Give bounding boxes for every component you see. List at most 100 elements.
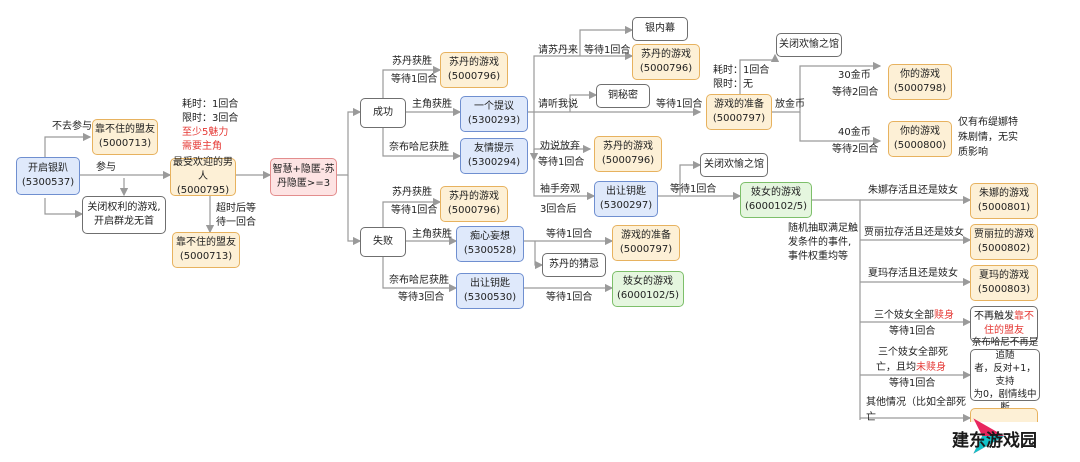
susan-game-2-text: 苏丹的游戏 (641, 49, 691, 60)
label-wait3: 等待3回合 (398, 292, 445, 303)
give-key-2-node[interactable]: 出让钥匙 (5300530) (456, 273, 524, 309)
logo-text: 建东游戏园 (952, 431, 1037, 451)
success-node[interactable]: 成功 (360, 98, 406, 128)
game-prep-1-node[interactable]: 游戏的准备 (5000797) (706, 94, 772, 130)
edge-coin30 (770, 61, 882, 113)
label-nabuhani-win-1: 奈布哈尼获胜 (389, 142, 449, 153)
friendly-hint-id: (5300294) (467, 157, 521, 168)
courtesan-game-2-id: (6000102/5) (616, 290, 680, 301)
your-game-2-text: 你的游戏 (900, 126, 940, 137)
courtesan-game-2-node[interactable]: 妓女的游戏 (6000102/5) (612, 271, 684, 307)
no-trigger-sub: 住的盟友 (984, 325, 1024, 336)
label-jialina-alive: 贾丽拉存活且还是妓女 (864, 227, 964, 238)
edge-not-join (44, 132, 92, 158)
susan-game-3-node[interactable]: 苏丹的游戏 (5000796) (594, 136, 662, 172)
nabuhani-end-l1: 奈布哈尼不再是追随 (971, 337, 1039, 361)
jialina-game-node[interactable]: 贾丽拉的游戏 (5000802) (970, 224, 1038, 260)
label-not-join: 不去参与 (52, 121, 92, 132)
close-hall-1-node[interactable]: 关闭欢愉之馆 (776, 33, 842, 57)
label-other-1: 其他情况（比如全部死 (866, 397, 966, 408)
label-please-say: 请听我说 (538, 99, 578, 110)
label-other-2: 亡 (866, 412, 876, 423)
edge-watch (533, 149, 596, 201)
edge-copper (569, 90, 598, 112)
susan-guess-text: 苏丹的猜忌 (549, 259, 599, 270)
no-trigger-node[interactable]: 不再触发靠不 住的盟友 (970, 306, 1038, 342)
label-cost2-2: 限时：无 (713, 79, 753, 90)
nabuhani-end-node[interactable]: 奈布哈尼不再是追随 者，反对+1，支持 为0，剧情线中断 (970, 337, 1040, 413)
label-only-3: 质影响 (958, 147, 988, 158)
silver-curtain-node[interactable]: 银内幕 (632, 17, 688, 41)
label-after3: 3回合后 (540, 204, 577, 215)
other-outcome-node[interactable] (970, 408, 1038, 422)
label-cost2-1: 耗时：1回合 (713, 65, 770, 76)
your-game-1-node[interactable]: 你的游戏 (5000798) (888, 64, 952, 100)
suggest-text: 一个提议 (474, 101, 514, 112)
label-zhuna-alive: 朱娜存活且还是妓女 (868, 185, 958, 196)
delusion-node[interactable]: 痴心妄想 (5300528) (456, 226, 524, 262)
closed-game-sub: 开启群龙无首 (94, 216, 154, 227)
label-wait2-b: 等待2回合 (832, 144, 879, 155)
edge-silver (579, 25, 634, 56)
edge-success (337, 107, 362, 176)
check-node[interactable]: 智慧+隐匿-苏 丹隐匿>=3 (270, 158, 337, 196)
close-hall-2-node[interactable]: 关闭欢愉之馆 (700, 153, 768, 177)
closed-game-text: 关闭权利的游戏, (87, 202, 161, 213)
start-id: (5300537) (21, 177, 75, 188)
give-key-1-node[interactable]: 出让钥匙 (5300297) (594, 181, 658, 217)
your-game-1-text: 你的游戏 (900, 69, 940, 80)
suggest-node[interactable]: 一个提议 (5300293) (460, 96, 528, 132)
success-text: 成功 (373, 107, 393, 118)
fail-ally-top-node[interactable]: 靠不住的盟友 (5000713) (92, 119, 158, 155)
courtesan-game-2-text: 妓女的游戏 (623, 276, 673, 287)
edge-guess (534, 241, 544, 270)
label-limit-time: 限时：3回合 (182, 113, 239, 124)
friendly-hint-node[interactable]: 友情提示 (5300294) (460, 138, 528, 174)
your-game-2-node[interactable]: 你的游戏 (5000800) (888, 121, 952, 157)
susan-game-2-node[interactable]: 苏丹的游戏 (5000796) (632, 44, 700, 80)
edge-coin40 (799, 112, 882, 146)
delusion-text: 痴心妄想 (470, 231, 510, 242)
label-wait1-h: 等待1回合 (391, 205, 438, 216)
edge-close-hall-2 (679, 160, 702, 196)
courtesan-game-1-text: 妓女的游戏 (751, 187, 801, 198)
your-game-2-id: (5000800) (893, 140, 947, 151)
label-coin30: 30金币 (838, 70, 871, 81)
fail-ally-bottom-node[interactable]: 靠不住的盟友 (5000713) (172, 232, 240, 268)
label-need-lead: 需要主角 (182, 141, 222, 152)
game-prep-2-id: (5000797) (619, 244, 673, 255)
fail-node[interactable]: 失败 (360, 227, 406, 257)
nabuhani-end-l3: 为0，剧情线中断 (973, 389, 1037, 413)
popular-node[interactable]: 最受欢迎的男人 (5000795) (170, 157, 236, 196)
start-node[interactable]: 开启银趴 (5300537) (16, 157, 80, 195)
game-prep-2-node[interactable]: 游戏的准备 (5000797) (612, 225, 680, 261)
your-game-1-id: (5000798) (893, 83, 947, 94)
label-wait1-a: 等待1回合 (391, 74, 438, 85)
closed-game-node[interactable]: 关闭权利的游戏, 开启群龙无首 (82, 196, 166, 234)
logo-icon (973, 418, 1005, 454)
label-watch: 袖手旁观 (540, 184, 580, 195)
susan-guess-node[interactable]: 苏丹的猜忌 (542, 253, 606, 277)
check-text: 智慧+隐匿-苏 (272, 164, 335, 175)
label-wait2-a: 等待2回合 (832, 87, 879, 98)
label-three-dead-2a: 亡，且均 (876, 362, 916, 373)
courtesan-game-1-node[interactable]: 妓女的游戏 (6000102/5) (740, 182, 812, 218)
fail-text: 失败 (373, 236, 393, 247)
susan-game-3-id: (5000796) (601, 155, 655, 166)
popular-text: 最受欢迎的男人 (173, 157, 233, 182)
copper-secret-node[interactable]: 铜秘密 (596, 84, 650, 108)
susan-game-4-text: 苏丹的游戏 (449, 191, 499, 202)
check-sub: 丹隐匿>=3 (276, 178, 331, 189)
susan-game-4-node[interactable]: 苏丹的游戏 (5000796) (440, 186, 508, 222)
edge-susan-win-2 (382, 197, 442, 228)
susan-game-1-node[interactable]: 苏丹的游戏 (5000796) (440, 52, 508, 88)
silver-curtain-text: 银内幕 (645, 23, 675, 34)
xiama-game-node[interactable]: 夏玛的游戏 (5000803) (970, 265, 1038, 301)
label-timeout-2: 待一回合 (216, 217, 256, 228)
zhuna-game-node[interactable]: 朱娜的游戏 (5000801) (970, 183, 1038, 219)
delusion-id: (5300528) (463, 245, 517, 256)
label-xiama-alive: 夏玛存活且还是妓女 (868, 268, 958, 279)
give-key-1-text: 出让钥匙 (606, 186, 646, 197)
label-cost-time: 耗时：1回合 (182, 99, 239, 110)
